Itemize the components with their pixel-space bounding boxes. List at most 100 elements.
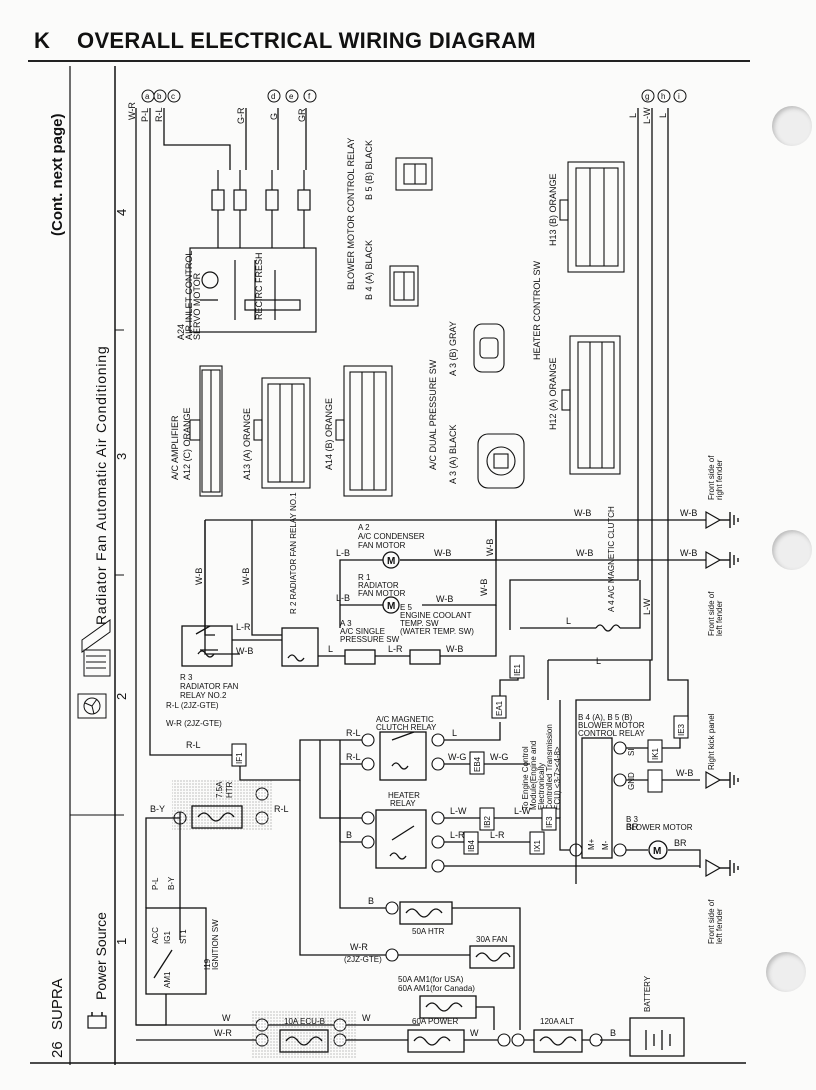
wire-label: W-G: [448, 752, 466, 762]
page-title: OVERALL ELECTRICAL WIRING DIAGRAM: [77, 28, 536, 53]
clutch-relay-label: A/C MAGNETIC: [376, 715, 434, 724]
a12-code: A12 (C) ORANGE: [182, 407, 192, 480]
wire-ref-letter: b: [157, 92, 162, 101]
wire-label: W-B: [479, 579, 489, 596]
ground-bus: [204, 519, 706, 655]
ign-label: I19: [203, 958, 212, 970]
r3-name-3: RELAY NO.2: [180, 691, 227, 700]
b4b5-relay-label: B 4 (A), B 5 (B): [578, 713, 633, 722]
wire-ref: R-L: [154, 107, 164, 122]
wire-label: W-G: [490, 752, 508, 762]
e5-name-3: (WATER TEMP. SW): [400, 627, 474, 636]
wire-label: L: [452, 728, 457, 738]
ground-symbol: [719, 551, 739, 569]
header-rule: [28, 60, 750, 62]
wire-ref: L-W: [642, 107, 652, 124]
fuse-shading: [252, 1010, 356, 1058]
wire-ref-letter: g: [645, 92, 649, 101]
ecu-note-4: Controlled Transmission: [545, 724, 554, 810]
motor-symbol: M: [387, 556, 395, 567]
dual-pressure-sw-label: A/C DUAL PRESSURE SW: [428, 359, 438, 470]
ign-terminal: AM1: [163, 971, 172, 988]
page-header: K OVERALL ELECTRICAL WIRING DIAGRAM: [34, 28, 536, 54]
servo-recirc-fresh: RECIRC FRESH: [254, 252, 264, 320]
wire-label: L-R: [450, 830, 465, 840]
ecu-note: To Engine Control: [521, 746, 530, 810]
a3-single-label: A 3: [340, 619, 352, 628]
ecu-note-3: Electronically: [537, 763, 546, 810]
ground-ea-label: Front side of: [707, 455, 716, 500]
connector-h13: [559, 161, 625, 273]
connector-code: IF3: [545, 816, 554, 828]
connector-code: IE3: [677, 723, 686, 736]
wire-label: R-L: [346, 728, 361, 738]
connector-a12: [189, 365, 223, 497]
cont-note: (Cont. next page): [49, 113, 66, 236]
ac-magnetic-clutch: [520, 580, 641, 632]
a24-code: A24: [176, 324, 186, 340]
wire-label: L-B: [336, 593, 350, 603]
side-strip: 26 SUPRA (Cont. next page) Power Source …: [30, 66, 746, 1065]
e5-label: E 5: [400, 603, 413, 612]
section-letter: K: [34, 28, 51, 53]
wire-label: W-B: [436, 594, 453, 604]
ign-label-2: IGNITION SW: [211, 919, 220, 970]
b4b5-relay-label-2: BLOWER MOTOR: [578, 721, 645, 730]
connector-a3b: [473, 323, 505, 373]
ground-triangles: [705, 510, 722, 878]
a24-name: AIR INLET CONTROL: [184, 251, 194, 340]
motor-symbol: M: [653, 846, 661, 857]
ground-symbol: [719, 771, 739, 789]
wire-ref: GR: [297, 108, 307, 122]
b4b5-relay-label-3: CONTROL RELAY: [578, 729, 645, 738]
battery: [600, 1017, 685, 1057]
duct-icon: [81, 619, 111, 653]
heater-relay-label: HEATER: [388, 791, 420, 800]
fuse-ecu-b-label: 10A ECU-B: [284, 1017, 325, 1026]
fuse-am1-label-2: 60A AM1(for Canada): [398, 984, 475, 993]
wire-label: W-B: [485, 539, 495, 556]
wire-ref-letter: d: [271, 92, 275, 101]
wire-label: L-W: [450, 806, 467, 816]
wire-ref-letter: e: [289, 92, 294, 101]
connector-h12: [561, 335, 621, 475]
wire-label: W-B: [680, 548, 697, 558]
a2-name-2: FAN MOTOR: [358, 541, 406, 550]
system-power-source: Power Source: [93, 912, 109, 1000]
wire-ref-circles: [141, 89, 687, 103]
fuse-alt-label: 120A ALT: [540, 1017, 574, 1026]
connector-a3a: [477, 433, 525, 489]
ground-eb-label: Front side of: [707, 591, 716, 636]
wire-label: W-B: [680, 508, 697, 518]
blower-motor-control-relay: [581, 737, 613, 859]
radiator-fan-relay-no2: [181, 625, 233, 667]
pin-label-si: SI: [627, 748, 636, 756]
wire-label: R-L: [186, 740, 201, 750]
a4-label: A 4 A/C MAGNETIC CLUTCH: [607, 506, 616, 612]
b3-name: BLOWER MOTOR: [626, 823, 693, 832]
ignition-switch: [136, 812, 207, 1026]
wire-ref: G: [269, 113, 279, 120]
r1-label: R 1: [358, 573, 371, 582]
radiator-fan-motor: [340, 596, 400, 614]
wire-label: L: [596, 656, 601, 666]
page-number: 26: [49, 1041, 66, 1058]
wire-label: W-B: [446, 644, 463, 654]
air-inlet-servo-motor: [189, 170, 317, 333]
column-number: 2: [114, 693, 129, 700]
pin-label-gnd: GND: [627, 772, 636, 790]
connector-a13: [253, 377, 311, 489]
blower-relay-conn-label: BLOWER MOTOR CONTROL RELAY: [346, 138, 356, 290]
a3a-black-label: A 3 (A) BLACK: [448, 424, 458, 484]
connector-code: EA1: [495, 700, 504, 716]
e5-name: ENGINE COOLANT: [400, 611, 472, 620]
a13-label: A13 (A) ORANGE: [242, 408, 252, 480]
connector-code: IK1: [651, 747, 660, 760]
heater-relay: [375, 809, 427, 869]
fuse-shading: [172, 780, 272, 830]
clutch-relay-label-2: CLUTCH RELAY: [376, 723, 437, 732]
wire-ref-letter: c: [171, 92, 175, 101]
h13-label: H13 (B) ORANGE: [548, 173, 558, 246]
